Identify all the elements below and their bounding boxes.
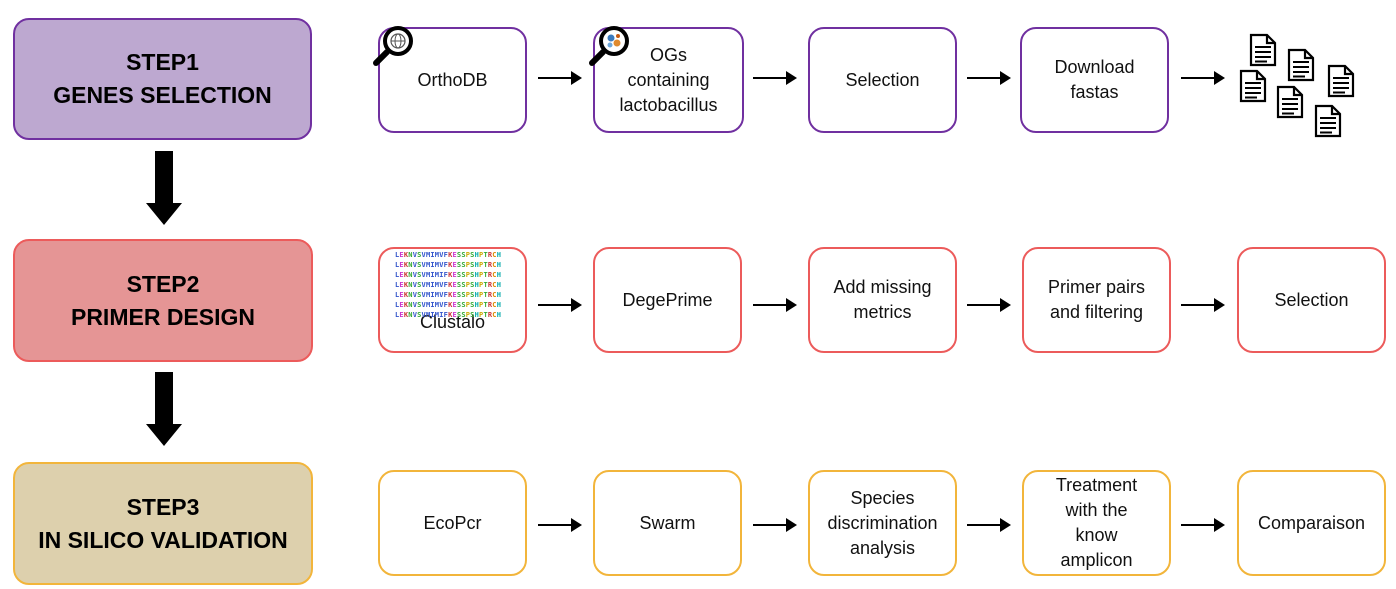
clustalo-box: Clustalo (378, 247, 527, 353)
treatment-box: Treatment with the know amplicon (1022, 470, 1171, 576)
connector-arrow (538, 298, 582, 312)
connector-arrow (1181, 518, 1225, 532)
step2-title: STEP2 (126, 270, 200, 297)
comparaison-box: Comparaison (1237, 470, 1386, 576)
alignment-row: LEKNVSVMIMVFKESSPSHPTRCH (395, 281, 502, 289)
swarm-box: Swarm (593, 470, 742, 576)
swarm-label: Swarm (639, 512, 696, 533)
step3-title: STEP3 (126, 493, 200, 520)
step2-subtitle: PRIMER DESIGN (70, 303, 256, 330)
connector-arrow (753, 71, 797, 85)
clustalo-label: Clustalo (419, 312, 486, 332)
connector-arrow (753, 518, 797, 532)
comparaison-label: Comparaison (1257, 512, 1366, 533)
alignment-row: LEKNVSVMIMVFKESSPSHPTRCH (395, 291, 502, 299)
species-discrimination-label: Species discrimination analysis (827, 487, 938, 558)
add-missing-metrics-label: Add missing metrics (833, 277, 932, 322)
selection-box-1: Selection (808, 27, 957, 133)
step2-box: STEP2 PRIMER DESIGN (13, 239, 313, 362)
document-icon (1239, 69, 1267, 103)
connector-arrow (538, 518, 582, 532)
step1-to-step2-arrow (146, 151, 182, 225)
document-icon (1287, 48, 1315, 82)
step1-box: STEP1 GENES SELECTION (13, 18, 312, 140)
document-icon (1249, 33, 1277, 67)
step1-subtitle: GENES SELECTION (53, 82, 272, 108)
alignment-row: LEKNVSVMIMVFKESSPSHPTRCH (395, 261, 502, 269)
ogs-label: OGs containing lactobacillus (619, 44, 718, 115)
step2-to-step3-arrow (146, 372, 182, 446)
alignment-row: LEKNVSVMIMVFKESSPSHPTRCH (395, 301, 502, 309)
ecopcr-label: EcoPcr (423, 512, 482, 533)
degeprime-label: DegePrime (622, 289, 713, 310)
orthodb-box: OrthoDB (378, 27, 527, 133)
document-icon (1314, 104, 1342, 138)
species-discrimination-box: Species discrimination analysis (808, 470, 957, 576)
alignment-row: LEKNVSVMIMVFKESSPSHPTRCH (395, 251, 502, 259)
step1-title: STEP1 (126, 49, 199, 75)
magnifier-bacteria-icon (589, 26, 629, 66)
orthodb-label: OrthoDB (417, 69, 488, 90)
download-fastas-box: Download fastas (1020, 27, 1169, 133)
selection-label-1: Selection (845, 69, 920, 90)
document-icon (1276, 85, 1304, 119)
step3-box: STEP3 IN SILICO VALIDATION (13, 462, 313, 585)
selection-box-2: Selection (1237, 247, 1386, 353)
step3-subtitle: IN SILICO VALIDATION (38, 526, 288, 553)
connector-arrow (1181, 298, 1225, 312)
alignment-preview: LEKNVSVMIMVFKESSPSHPTRCH LEKNVSVMIMVFKESS… (395, 250, 501, 320)
connector-arrow (538, 71, 582, 85)
add-missing-metrics-box: Add missing metrics (808, 247, 957, 353)
treatment-label: Treatment with the know amplicon (1055, 475, 1138, 570)
document-icon (1327, 64, 1355, 98)
ecopcr-box: EcoPcr (378, 470, 527, 576)
degeprime-box: DegePrime (593, 247, 742, 353)
connector-arrow (1181, 71, 1225, 85)
magnifier-globe-icon (373, 26, 413, 66)
primer-pairs-label: Primer pairs and filtering (1047, 277, 1145, 322)
connector-arrow (753, 298, 797, 312)
connector-arrow (967, 298, 1011, 312)
primer-pairs-box: Primer pairs and filtering (1022, 247, 1171, 353)
alignment-row: LEKNVSVMIMIFKESSPSHPTRCH (395, 311, 502, 319)
connector-arrow (967, 71, 1011, 85)
connector-arrow (967, 518, 1011, 532)
download-fastas-label: Download fastas (1054, 57, 1135, 102)
alignment-row: LEKNVSVMIMIFKESSPSHPTRCH (395, 271, 502, 279)
selection-label-2: Selection (1274, 289, 1349, 310)
